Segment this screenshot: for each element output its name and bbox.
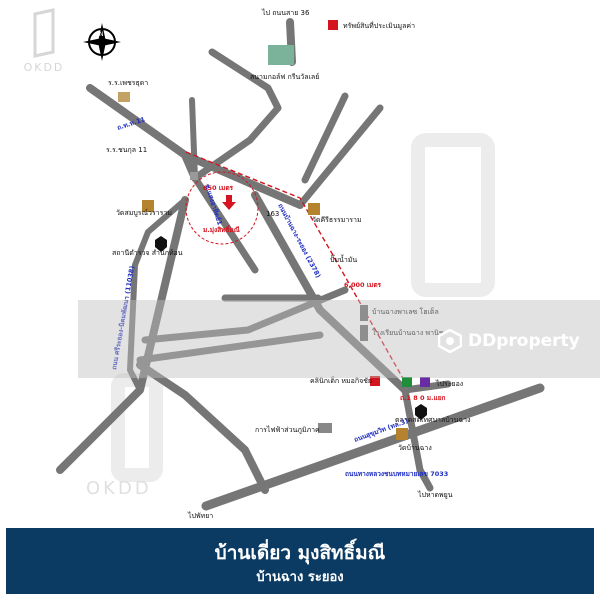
label-km163: 163 — [266, 210, 279, 218]
road-sw — [136, 361, 269, 494]
label-subject: ม.มุ่งสิทธิ์มณี — [203, 225, 240, 234]
school2-icon — [360, 325, 368, 341]
road-cross-1 — [141, 286, 349, 344]
market-icon — [415, 404, 427, 420]
compass-north-label: N — [99, 31, 104, 38]
label-school2: โรงเรียนบ้านฉาง พานิช — [372, 328, 444, 337]
okdd-logo-text: OKDD — [23, 61, 65, 74]
subject-arrow-icon — [222, 195, 236, 210]
road-network — [56, 18, 545, 511]
temple-icon — [142, 200, 154, 212]
road-to-golf — [191, 136, 254, 182]
label-golf: สนามกอล์ฟ กรีนวัลเลย์ — [250, 73, 319, 81]
road-banchang-rayong — [251, 191, 409, 394]
okdd-watermark-text: OKDD — [86, 478, 152, 499]
label-municipal: การไฟฟ้าส่วนภูมิภาค — [255, 425, 320, 434]
police-icon — [155, 236, 167, 252]
banner-title: บ้านเดี่ยว มุงสิทธิ์มณี — [214, 542, 386, 564]
label-petrol: ปั๊มน้ำมัน — [330, 253, 357, 264]
school-icon — [118, 92, 130, 102]
temple-icon-2 — [308, 203, 320, 215]
label-wat-banchang: วัดบ้านฉาง — [398, 444, 432, 452]
road-soi — [189, 97, 198, 181]
okdd-logo-icon — [33, 8, 55, 58]
road-west-loop — [127, 197, 188, 393]
ddproperty-text: DDproperty — [468, 331, 580, 351]
label-to-route36: ไป ถนนสาย 36 — [261, 8, 310, 17]
temple-icon-3 — [396, 428, 408, 440]
road-nw-diagonal — [191, 174, 259, 274]
road-ne-short — [301, 92, 349, 184]
road-sukhumvit — [201, 383, 545, 511]
golf-icon — [268, 45, 294, 65]
label-temple-wat: วัดสมบูรณ์วราราม — [116, 209, 172, 217]
seven-eleven-icon — [402, 377, 412, 387]
landmark-icons — [118, 45, 430, 440]
label-market: ตลาดสดเทศบาลบ้านฉาง — [395, 416, 471, 424]
label-seven-eleven: ร.ร.ชนกุล 11 — [106, 146, 147, 154]
label-distance-end: ถ.1 8 0 ม.แยก — [400, 394, 446, 402]
hotel-icon — [360, 305, 368, 321]
okdd-logo: OKDD — [14, 8, 74, 74]
road-ne-long — [296, 104, 384, 209]
road-main-east — [181, 151, 304, 209]
watermark-band — [78, 300, 600, 378]
clinic-cross-icon — [370, 376, 380, 386]
subject-radius-circle — [185, 171, 259, 245]
road-sukhumvit11 — [86, 84, 199, 182]
small-store-icon — [190, 172, 198, 180]
compass-icon: N — [83, 23, 121, 61]
label-hotel: บ้านฉางพาเลซ โฮเต็ล — [372, 307, 439, 316]
legend: ทรัพย์สินที่ประเมินมูลค่า — [328, 20, 415, 30]
lotus-icon — [420, 377, 430, 387]
legend-label: ทรัพย์สินที่ประเมินมูลค่า — [343, 21, 415, 30]
label-clinic: คลินิกเด็ก หมอกิจชัย — [310, 376, 372, 385]
municipal-icon — [318, 423, 332, 433]
legend-swatch — [328, 20, 338, 30]
road-west-branch — [136, 331, 324, 364]
label-to-phattaya: ไปพัทยา — [187, 511, 213, 520]
title-banner: บ้านเดี่ยว มุงสิทธิ์มณี บ้านฉาง ระยอง — [6, 528, 594, 594]
label-police: สถานีตำรวจ สำนักท้อน — [112, 249, 183, 257]
road-route-11038 — [56, 196, 189, 474]
label-school: ร.ร.เพชรธุดา — [108, 79, 148, 87]
label-distance-6000: 6,000 เมตร — [344, 281, 382, 289]
label-wat-kiri: วัดคีรีธรรมาราม — [312, 216, 362, 224]
ddproperty-mark-icon — [437, 328, 463, 354]
road-south-7033 — [401, 386, 434, 492]
label-highway-7033: ถนนทางหลวงชนบทหมายเลข 7033 — [345, 470, 448, 478]
label-distance-650: 650 เมตร — [203, 184, 234, 192]
road-golf — [208, 48, 282, 144]
label-to-rayong: ไประยอง — [435, 379, 463, 388]
banner-subtitle: บ้านฉาง ระยอง — [256, 570, 344, 585]
label-to-beach: ไปหาดพยูน — [417, 490, 453, 499]
ddproperty-logo: DDproperty — [437, 324, 580, 358]
